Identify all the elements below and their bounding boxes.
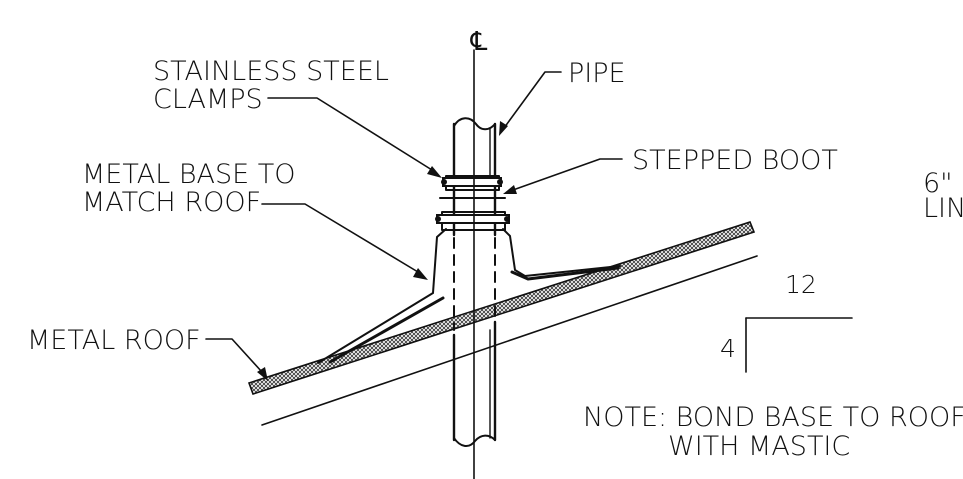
pipe-label: PIPE [568, 58, 626, 89]
stainless-steel-label-line1: STAINLESS STEEL [153, 56, 389, 87]
clamp-lower-screw-right [504, 216, 510, 222]
metal-base-leader [261, 203, 419, 273]
clamp-upper-screw-left [441, 179, 447, 185]
metal-base-flange-right [502, 228, 621, 277]
cutoff-label-line1: 6" [923, 168, 953, 199]
stepped-boot-label: STEPPED BOOT [632, 145, 838, 176]
metal-roof-label: METAL ROOF [27, 325, 201, 356]
pipe-leader [503, 71, 562, 129]
metal-base-flange-right-inner [510, 266, 620, 281]
centerline-symbol: ℄ [470, 27, 488, 57]
metal-roof-arrowhead [257, 367, 268, 381]
clamp-lower-screw-left [435, 216, 441, 222]
metal-base-label-line1: METAL BASE TO [82, 159, 296, 190]
metal-roof-leader [205, 338, 263, 373]
metal-base-arrowhead [413, 268, 428, 280]
clamp-upper-band [442, 177, 502, 187]
cutoff-label-line2: LIN [923, 193, 963, 224]
stepped-boot-arrowhead [503, 185, 517, 194]
stainless-steel-label-line2: CLAMPS [153, 84, 263, 115]
metal-base-flange-left [317, 228, 447, 364]
stainless-steel-arrowhead [427, 166, 442, 178]
metal-roof-panel [247, 221, 756, 395]
pipe-break-bottom [453, 434, 496, 447]
stainless-steel-leader [267, 97, 433, 171]
stepped-boot-leader [512, 158, 623, 191]
slope-rise-label: 4 [720, 334, 736, 363]
metal-base-flange-left-inner [328, 296, 445, 364]
note-line1: NOTE: BOND BASE TO ROOF [583, 402, 963, 433]
clamp-upper-screw-right [497, 179, 503, 185]
pipe-arrowhead [499, 121, 508, 136]
pipe-break-top [453, 117, 496, 131]
roof-deck-line [261, 255, 758, 426]
slope-run-label: 12 [785, 270, 817, 299]
note-line2: WITH MASTIC [668, 431, 850, 462]
clamp-lower-band [436, 214, 510, 224]
metal-base-label-line2: MATCH ROOF [82, 187, 261, 218]
